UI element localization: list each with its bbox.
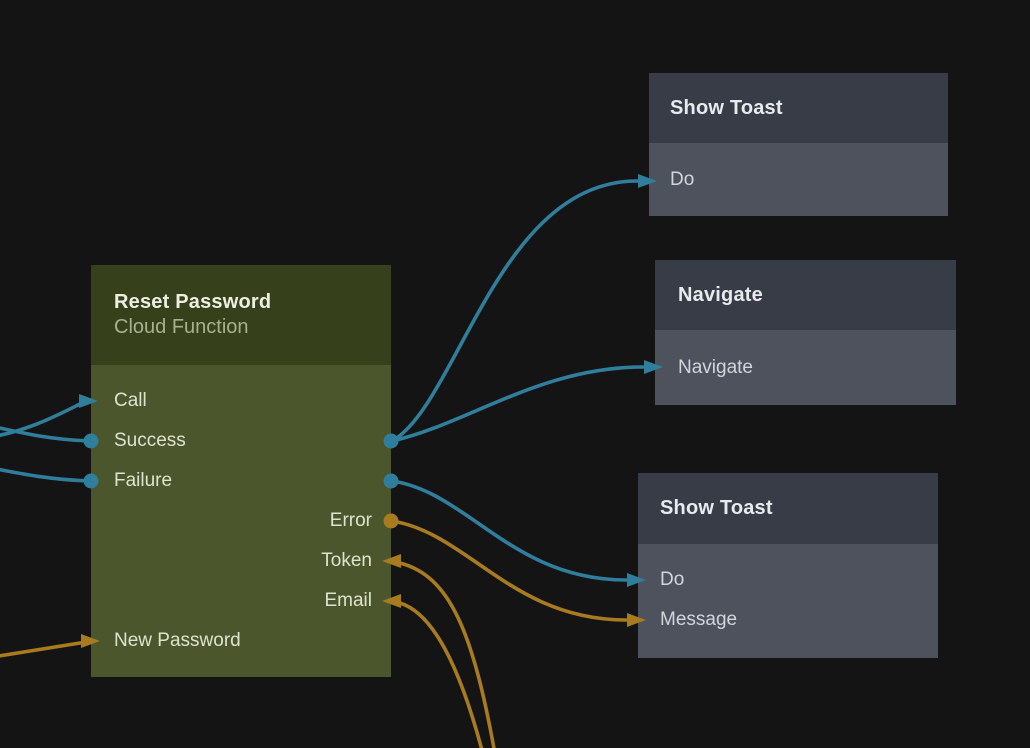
node-show-toast-bottom[interactable]: Show Toast Do Message	[638, 473, 938, 658]
port-email[interactable]: Email	[91, 581, 391, 621]
port-token[interactable]: Token	[91, 541, 391, 581]
node-subtitle: Cloud Function	[114, 316, 249, 338]
edge-failure-to-showtoast2-do[interactable]	[390, 479, 628, 582]
node-navigate[interactable]: Navigate Navigate	[655, 260, 956, 405]
node-title: Show Toast	[670, 96, 783, 119]
port-do-label: Do	[670, 169, 695, 190]
node-reset-password-header[interactable]: Reset Password Cloud Function	[91, 265, 391, 365]
node-show-toast-top[interactable]: Show Toast Do	[649, 73, 948, 216]
port-call[interactable]: Call	[91, 381, 391, 421]
port-failure-label: Failure	[114, 470, 173, 491]
port-token-label: Token	[321, 550, 372, 571]
node-title: Show Toast	[660, 497, 773, 519]
port-do[interactable]: Do	[649, 160, 948, 200]
port-new-password[interactable]: New Password	[91, 621, 391, 661]
edge-email-to-offscreen-bottom[interactable]	[398, 601, 484, 748]
port-new-password-label: New Password	[114, 630, 241, 651]
port-do-label: Do	[660, 569, 685, 590]
port-call-label: Call	[114, 390, 147, 411]
node-title: Reset Password	[114, 291, 272, 313]
node-navigate-body: Navigate	[655, 330, 956, 405]
port-message[interactable]: Message	[638, 600, 938, 640]
node-navigate-header[interactable]: Navigate	[655, 260, 956, 330]
port-navigate[interactable]: Navigate	[655, 348, 956, 388]
edge-success-to-showtoast-do[interactable]	[390, 179, 639, 443]
edge-success-to-offscreen-left[interactable]	[0, 425, 93, 443]
port-error-label: Error	[329, 510, 372, 531]
port-success-label: Success	[114, 430, 186, 451]
edge-error-to-message[interactable]	[390, 519, 628, 622]
edge-success-to-navigate[interactable]	[390, 365, 645, 443]
port-error[interactable]: Error	[91, 501, 391, 541]
node-title: Navigate	[678, 283, 763, 306]
port-success[interactable]: Success	[91, 421, 391, 461]
port-do[interactable]: Do	[638, 560, 938, 600]
node-show-toast-top-header[interactable]: Show Toast	[649, 73, 948, 143]
node-show-toast-bottom-body: Do Message	[638, 544, 938, 658]
edge-failure-to-offscreen-left[interactable]	[0, 467, 93, 483]
port-failure[interactable]: Failure	[91, 461, 391, 501]
port-email-label: Email	[324, 590, 372, 611]
node-show-toast-top-body: Do	[649, 143, 948, 216]
edge-offscreen-to-new-password[interactable]	[0, 641, 82, 658]
node-reset-password-body: Call Success Failure Error Token Email N…	[91, 365, 391, 677]
edge-token-to-offscreen-bottom[interactable]	[398, 561, 496, 748]
edge-offscreen-to-call[interactable]	[0, 401, 84, 438]
node-reset-password[interactable]: Reset Password Cloud Function Call Succe…	[91, 265, 391, 677]
node-show-toast-bottom-header[interactable]: Show Toast	[638, 473, 938, 544]
port-message-label: Message	[660, 609, 738, 630]
port-navigate-label: Navigate	[678, 357, 753, 378]
